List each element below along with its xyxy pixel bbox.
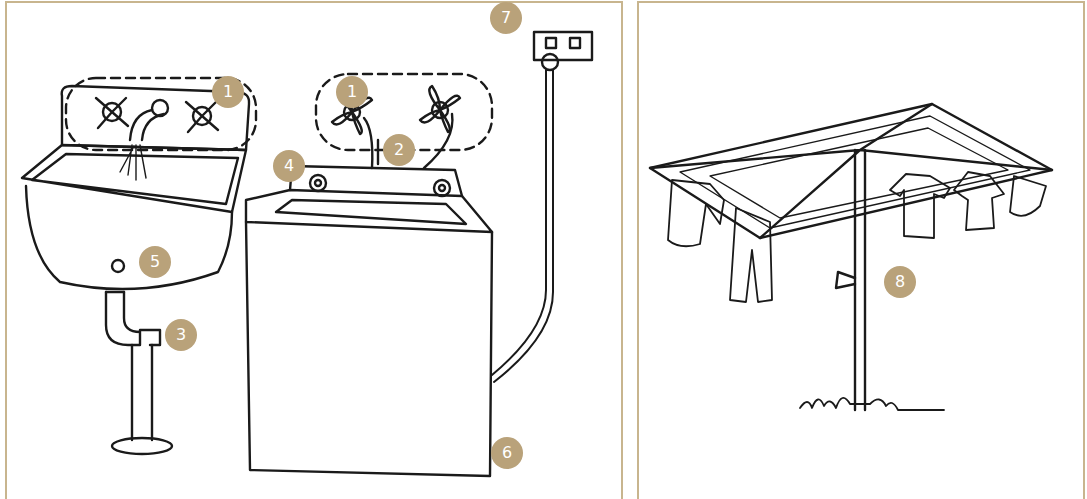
waste-pipe — [106, 292, 152, 440]
clothesline-pole — [855, 150, 865, 410]
callout-circle: 2 — [383, 134, 415, 166]
garment — [1010, 176, 1046, 216]
sink-basin — [26, 186, 232, 289]
callout-circle: 1 — [212, 76, 244, 108]
machine-top — [246, 190, 492, 232]
machine-body — [246, 222, 492, 476]
crank-handle — [836, 272, 855, 288]
tap-group-outline — [66, 78, 256, 150]
callout-number: 7 — [501, 10, 511, 26]
sink-rim — [22, 145, 246, 212]
callout-circle: 6 — [491, 437, 523, 469]
hose — [364, 114, 452, 168]
floor-flange — [112, 438, 172, 454]
callout-circle: 3 — [165, 319, 197, 351]
power-cord — [492, 70, 553, 382]
callout-number: 8 — [895, 274, 905, 290]
callout-number: 1 — [347, 84, 357, 100]
machine-lid — [276, 200, 466, 224]
callout-circle: 7 — [490, 2, 522, 34]
callout-circle: 5 — [139, 246, 171, 278]
callout-circle: 1 — [336, 76, 368, 108]
plug — [542, 54, 558, 70]
callout-number: 2 — [394, 142, 404, 158]
panel-border — [6, 2, 622, 499]
callout-number: 6 — [502, 445, 512, 461]
garment — [668, 180, 724, 246]
spout — [130, 110, 164, 140]
callout-number: 4 — [284, 158, 294, 174]
power-point — [534, 32, 592, 60]
callout-circle: 4 — [273, 150, 305, 182]
drain — [112, 260, 124, 272]
panel-border — [638, 2, 1084, 499]
grass — [800, 398, 944, 410]
garment — [890, 174, 950, 238]
garment — [954, 172, 1004, 230]
callout-number: 5 — [150, 254, 160, 270]
callout-circle: 8 — [884, 266, 916, 298]
callout-number: 1 — [223, 84, 233, 100]
callout-number: 3 — [176, 327, 186, 343]
garment — [730, 208, 772, 302]
trap-pipe — [106, 292, 160, 345]
clothesline-frame — [650, 104, 1052, 238]
